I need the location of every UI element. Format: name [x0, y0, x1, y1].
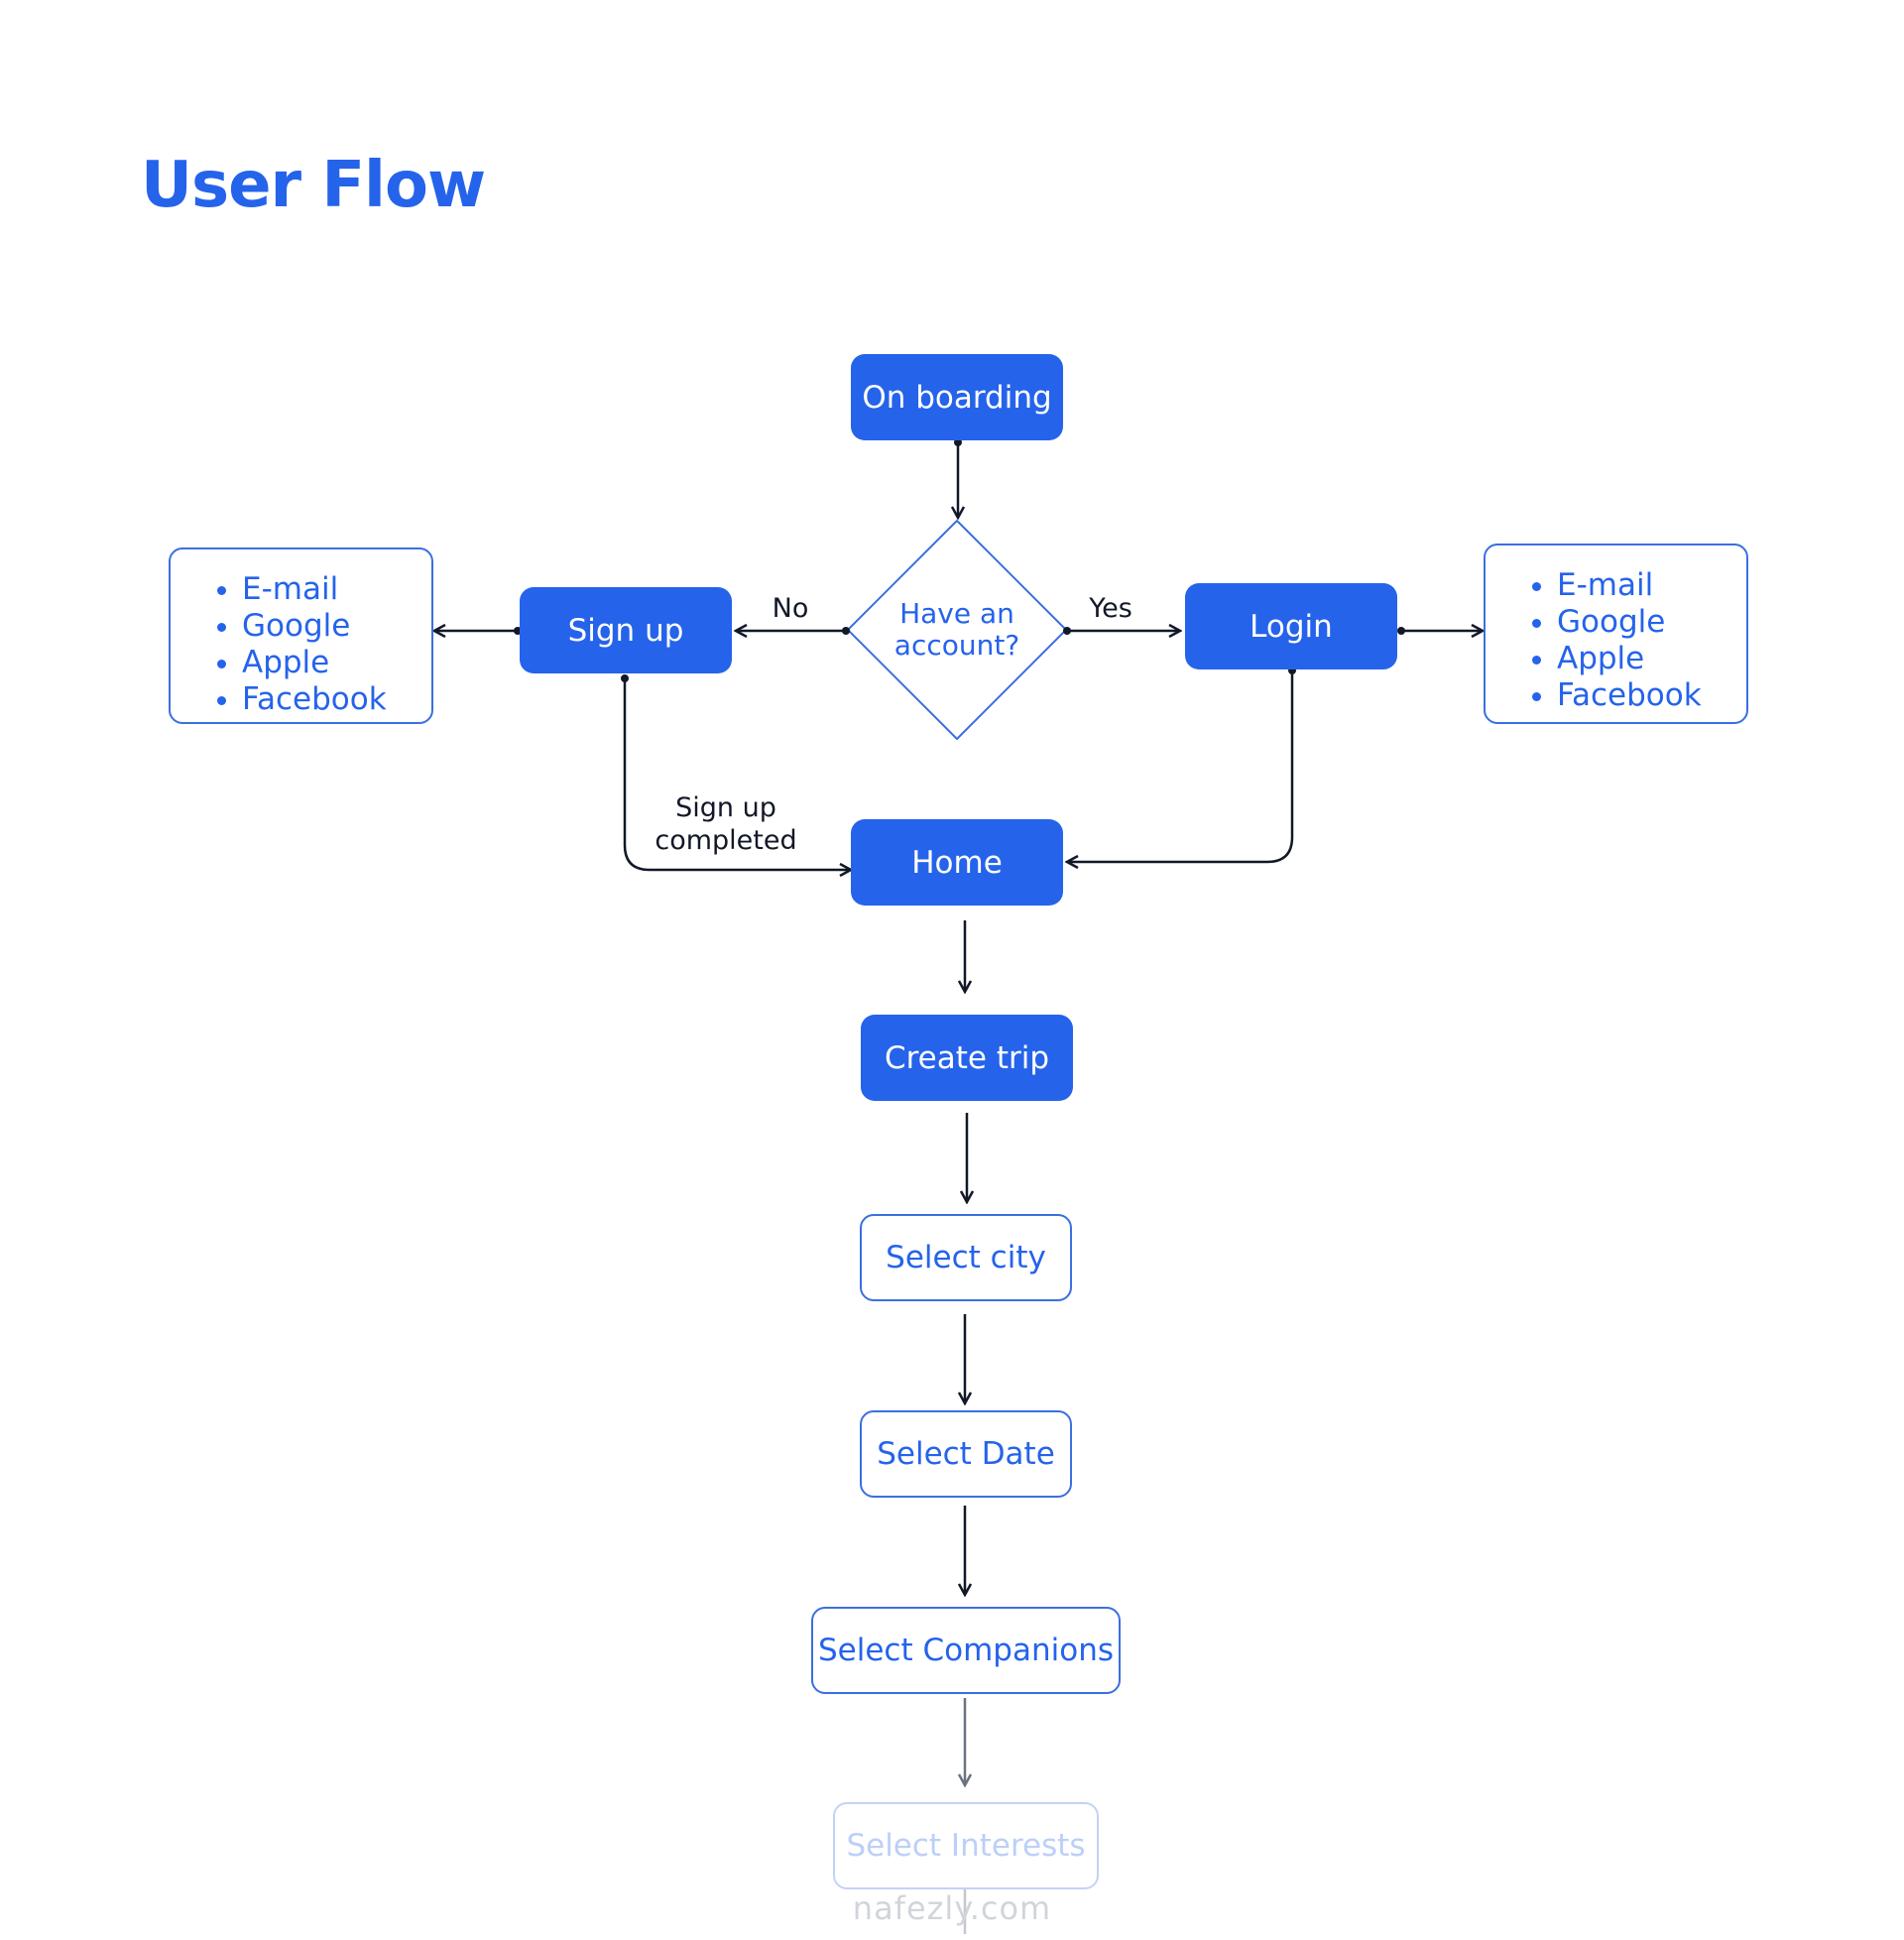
edge-label-signup-completed: Sign up completed [654, 792, 797, 856]
node-onboarding[interactable]: On boarding [851, 354, 1063, 440]
node-create-trip-label: Create trip [884, 1039, 1050, 1076]
node-select-city-label: Select city [886, 1240, 1046, 1275]
node-select-city[interactable]: Select city [860, 1214, 1072, 1301]
login-options-list: E-mailGoogleAppleFacebook [1486, 546, 1746, 714]
page-title: User Flow [141, 149, 486, 222]
option-item: E-mail [1557, 567, 1746, 604]
decision-diamond [847, 520, 1067, 740]
edge-label-no: No [772, 593, 809, 624]
login-options-box: E-mailGoogleAppleFacebook [1484, 544, 1748, 724]
arrow-signup-to-home [623, 678, 851, 870]
node-login-label: Login [1250, 608, 1333, 645]
option-item: Google [1557, 604, 1746, 641]
node-select-companions[interactable]: Select Companions [811, 1607, 1121, 1694]
option-item: Facebook [242, 681, 431, 718]
option-item: Facebook [1557, 677, 1746, 714]
node-decision-label: Have an account? [893, 597, 1020, 662]
edge-label-yes: Yes [1089, 593, 1132, 624]
node-create-trip[interactable]: Create trip [861, 1015, 1073, 1101]
watermark: nafezly.com [852, 1889, 1052, 1927]
node-home[interactable]: Home [851, 819, 1063, 906]
node-signup[interactable]: Sign up [520, 587, 732, 673]
node-onboarding-label: On boarding [862, 379, 1052, 416]
option-item: Apple [242, 645, 431, 681]
node-signup-label: Sign up [567, 612, 684, 649]
node-select-interests[interactable]: Select Interests [833, 1802, 1099, 1889]
option-item: E-mail [242, 571, 431, 608]
node-select-date[interactable]: Select Date [860, 1410, 1072, 1498]
node-login[interactable]: Login [1185, 583, 1397, 669]
node-select-companions-label: Select Companions [818, 1633, 1114, 1668]
node-home-label: Home [911, 844, 1003, 881]
node-select-date-label: Select Date [877, 1436, 1055, 1472]
signup-options-box: E-mailGoogleAppleFacebook [169, 547, 433, 724]
option-item: Google [242, 608, 431, 645]
node-select-interests-label: Select Interests [846, 1828, 1086, 1864]
signup-options-list: E-mailGoogleAppleFacebook [171, 549, 431, 718]
arrow-login-to-home [1067, 670, 1294, 862]
option-item: Apple [1557, 641, 1746, 677]
